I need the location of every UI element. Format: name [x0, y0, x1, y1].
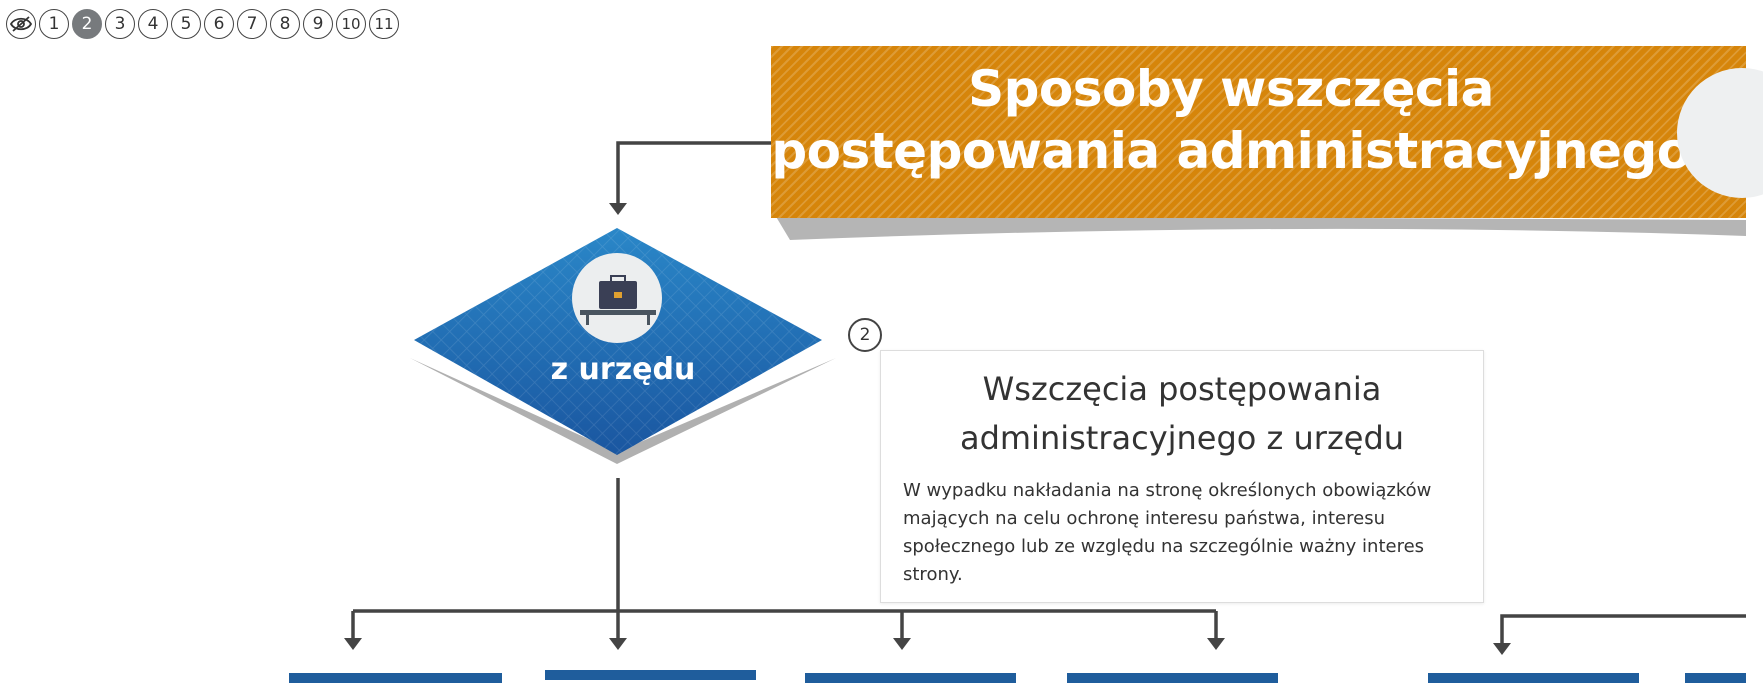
- info-popup: Wszczęcia postępowania administracyjnego…: [880, 350, 1484, 603]
- title-banner: Sposoby wszczęcia postępowania administr…: [771, 46, 1763, 218]
- arrow-head: [1207, 638, 1225, 650]
- info-body: W wypadku nakładania na stronę określony…: [903, 480, 1432, 585]
- page-button-11[interactable]: 11: [369, 9, 399, 39]
- arrow-head: [609, 638, 627, 650]
- briefcase-icon: [580, 275, 656, 325]
- info-title: Wszczęcia postępowania administracyjnego…: [903, 365, 1461, 463]
- banner-shadow: [775, 215, 1746, 240]
- page-button-4[interactable]: 4: [138, 9, 168, 39]
- info-title-line-1: Wszczęcia postępowania: [982, 370, 1382, 408]
- box-top-3: [805, 673, 1016, 683]
- page-button-8[interactable]: 8: [270, 9, 300, 39]
- banner-title-line-1: Sposoby wszczęcia: [968, 60, 1494, 118]
- page-button-10[interactable]: 10: [336, 9, 366, 39]
- box-top-1: [289, 673, 502, 683]
- connector-right: [1500, 614, 1746, 645]
- eye-slash-icon: [10, 16, 32, 32]
- box-top-2: [545, 670, 756, 680]
- step-marker[interactable]: 2: [848, 318, 882, 352]
- page-button-3[interactable]: 3: [105, 9, 135, 39]
- info-title-line-2: administracyjnego z urzędu: [959, 419, 1405, 457]
- arrow-head: [344, 638, 362, 650]
- box-top-4: [1067, 673, 1278, 683]
- page-button-7[interactable]: 7: [237, 9, 267, 39]
- arrow-head: [1493, 643, 1511, 655]
- page-button-6[interactable]: 6: [204, 9, 234, 39]
- page-button-1[interactable]: 1: [39, 9, 69, 39]
- connector-banner-to-diamond: [616, 141, 771, 208]
- arrow-head: [893, 638, 911, 650]
- banner-title-line-2: postępowania administracyjnego: [771, 122, 1691, 180]
- box-top-5: [1428, 673, 1639, 683]
- diamond-label: z urzędu: [550, 352, 696, 387]
- page-button-9[interactable]: 9: [303, 9, 333, 39]
- hide-hotspots-toggle[interactable]: [6, 9, 36, 39]
- page-button-5[interactable]: 5: [171, 9, 201, 39]
- banner-title: Sposoby wszczęcia postępowania administr…: [771, 58, 1691, 182]
- arrow-head: [609, 203, 627, 215]
- slide-navigation: 1 2 3 4 5 6 7 8 9 10 11: [6, 9, 399, 39]
- page-button-2[interactable]: 2: [72, 9, 102, 39]
- box-top-6: [1685, 673, 1746, 683]
